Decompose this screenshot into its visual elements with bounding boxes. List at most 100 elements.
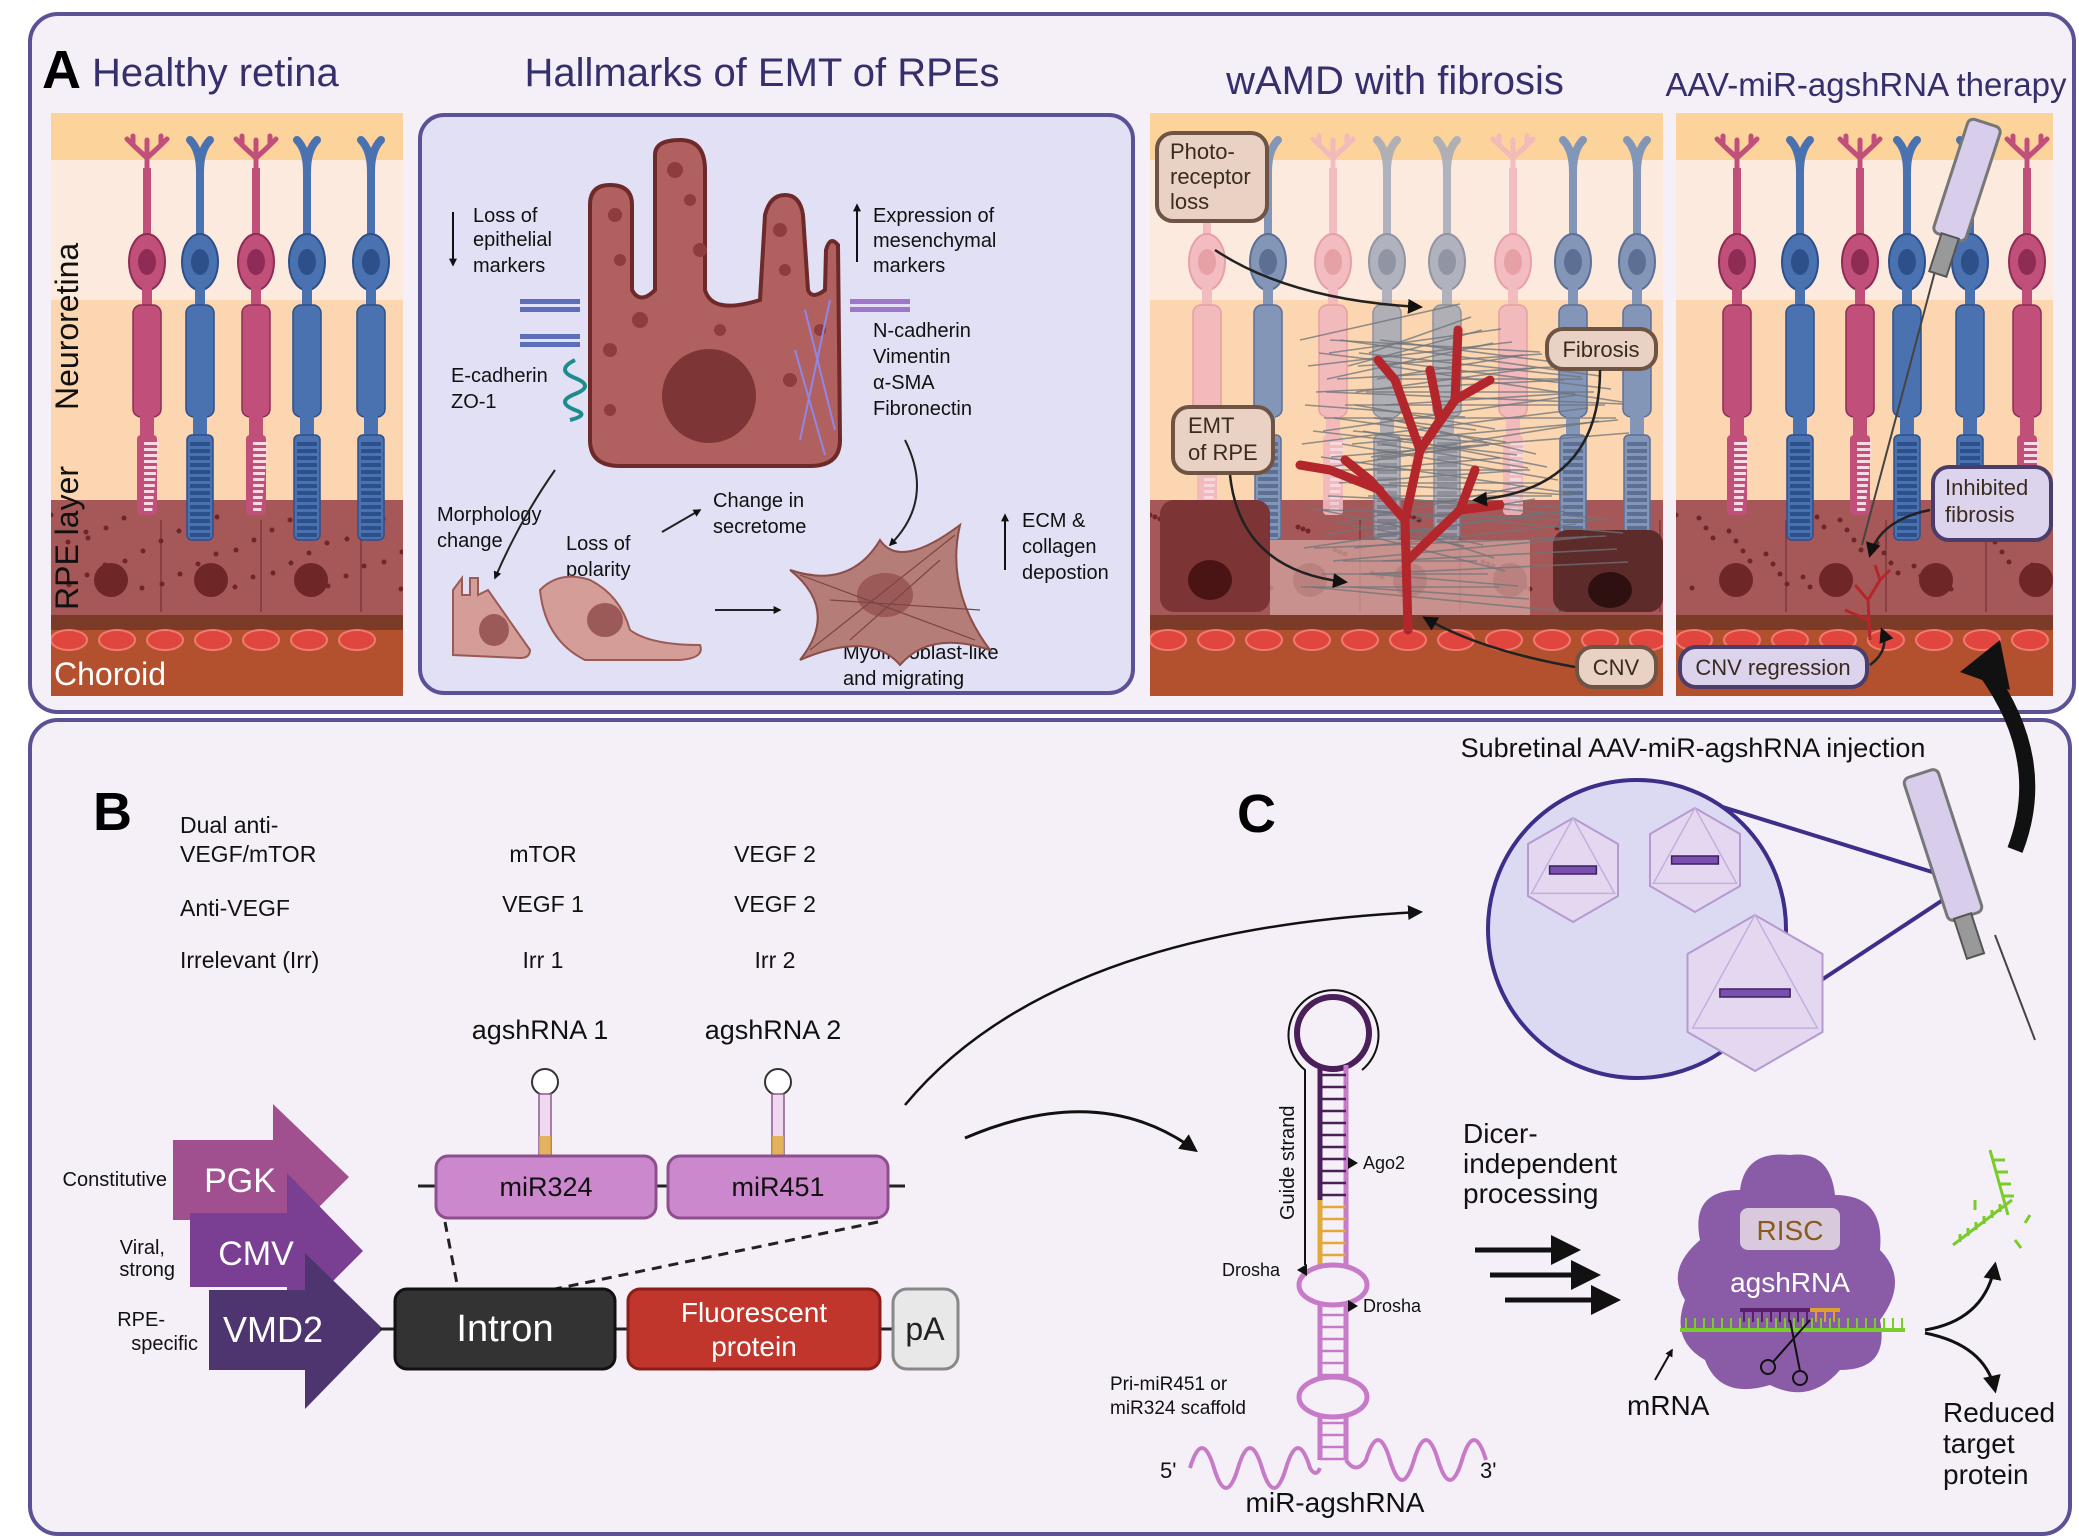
nucleus	[138, 249, 156, 275]
disc	[297, 484, 317, 488]
cilium	[1853, 415, 1867, 437]
nucleus	[1504, 249, 1522, 275]
emt-text: Change in	[713, 490, 804, 512]
pigment-granule	[381, 559, 387, 565]
mir-agshrna-hairpin	[1188, 989, 1488, 1490]
emt-text: depostion	[1022, 562, 1109, 584]
rpe-nucleus	[1819, 563, 1853, 597]
neck	[195, 288, 205, 312]
scaffold-label: Pri-miR451 or	[1110, 1374, 1228, 1395]
inhibited-fibrosis-callout: Inhibited fibrosis	[1931, 465, 2053, 542]
disc	[1437, 456, 1457, 460]
blood-vessel	[1867, 629, 1905, 651]
disc	[144, 502, 153, 505]
axon	[1329, 168, 1337, 243]
neck	[1328, 288, 1338, 312]
callout-text: Fibrosis	[1562, 337, 1639, 362]
dendrite	[2004, 133, 2050, 178]
disc	[1897, 533, 1917, 537]
neck	[1508, 288, 1518, 312]
emt-text: epithelial	[473, 229, 552, 251]
disc	[1734, 460, 1748, 463]
fibrosis-fiber	[1368, 316, 1472, 354]
pigment-granule	[65, 539, 71, 545]
disc	[297, 470, 317, 474]
fibrosis-fiber	[1329, 339, 1541, 353]
table-cell: VEGF 1	[502, 891, 584, 917]
disc	[1734, 454, 1748, 457]
disc	[190, 449, 210, 453]
disc	[190, 484, 210, 488]
disc	[1330, 448, 1345, 451]
transitioning-cells	[452, 575, 702, 661]
pigment-granule	[121, 515, 127, 521]
inner-segment	[1955, 304, 1985, 418]
wamd-title: wAMD with fibrosis	[1225, 59, 1564, 103]
fibrosis-fiber	[1339, 339, 1601, 377]
disc	[1330, 484, 1341, 487]
disc	[1897, 470, 1917, 474]
regressed-vessel	[1844, 564, 1892, 641]
disc	[1790, 456, 1810, 460]
nucleus	[362, 249, 380, 275]
syringe-icon	[1902, 768, 2036, 1041]
disc	[361, 519, 381, 523]
emt-text: change	[437, 530, 503, 552]
disc	[1627, 505, 1647, 509]
pigment-granule	[102, 562, 108, 568]
disc	[253, 442, 268, 445]
dashed-connector	[443, 1221, 460, 1290]
disc	[1857, 466, 1870, 469]
capsid-facet	[1691, 913, 1819, 1029]
guide-strand-outline	[1287, 989, 1380, 1265]
disc	[144, 496, 154, 499]
cone-photoreceptor	[233, 133, 279, 515]
disc	[297, 463, 317, 467]
cilium	[1566, 415, 1580, 437]
table-cell: mTOR	[509, 841, 576, 867]
drosha-label: Drosha	[1222, 1260, 1281, 1280]
pigment-granule	[1911, 563, 1917, 569]
disc	[1437, 449, 1457, 453]
table-cell: Irr 1	[523, 947, 564, 973]
panel-a-letter: A	[42, 40, 81, 100]
disc	[297, 456, 317, 460]
mrna-pointer-icon	[1654, 1348, 1673, 1381]
neck	[302, 288, 312, 312]
nucleus	[1378, 249, 1396, 275]
axon	[1443, 168, 1451, 243]
pigment-granule	[287, 517, 293, 523]
neck	[2022, 288, 2032, 312]
rod-photoreceptor	[1888, 136, 1926, 541]
blood-vessel	[1341, 629, 1379, 651]
pigment-granule	[1295, 524, 1301, 530]
fibrosis-fiber	[1326, 342, 1494, 380]
inner-segment	[356, 304, 386, 418]
promoter-desc: RPE-	[117, 1309, 165, 1331]
pigment-granule	[103, 525, 109, 531]
disc	[190, 505, 210, 509]
fibrosis-fiber	[1325, 391, 1625, 405]
disc	[1790, 484, 1810, 488]
disc	[361, 505, 381, 509]
cilium	[249, 415, 263, 437]
inner-segment	[2012, 304, 2042, 418]
outer-layer-band	[51, 113, 403, 160]
scissors-icon	[1760, 1319, 1811, 1386]
blood-vessel	[98, 629, 136, 651]
fibrosis-fiber	[1330, 432, 1630, 458]
five-prime-label: 5'	[1160, 1458, 1176, 1483]
blood-vessel	[1197, 629, 1235, 651]
fibrosis-fiber	[1310, 586, 1560, 612]
nucleus	[1898, 249, 1916, 275]
rpe-layer	[51, 500, 403, 615]
disc	[1627, 519, 1647, 523]
disc	[1790, 512, 1810, 516]
disc	[1627, 442, 1647, 446]
scaffold-label: miR324 scaffold	[1110, 1398, 1246, 1419]
disc	[1627, 512, 1647, 516]
photoreceptor-loss-callout: Photo- receptor loss	[1155, 131, 1269, 223]
disc	[253, 466, 266, 469]
neck	[1795, 288, 1805, 312]
pigment-granule	[51, 512, 54, 518]
